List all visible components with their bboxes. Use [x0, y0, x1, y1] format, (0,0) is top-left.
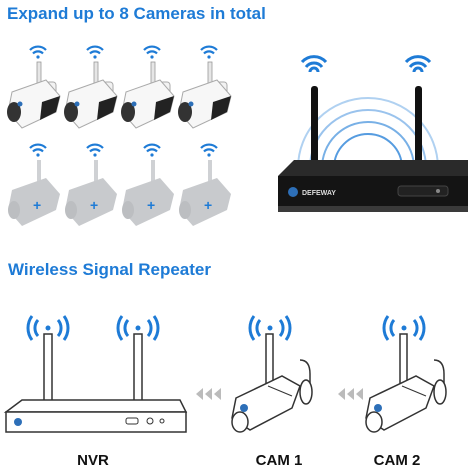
- add-camera-plus: +: [147, 197, 155, 213]
- camera-active: [7, 61, 61, 129]
- wifi-icon: [300, 55, 328, 73]
- camera-optional: +: [122, 160, 174, 226]
- camera-active: [64, 61, 118, 129]
- repeater-diagram: [3, 315, 447, 433]
- device-label-nvr: NVR: [77, 452, 109, 469]
- wifi-icon: [248, 315, 292, 341]
- wifi-icon: [116, 315, 160, 341]
- camera-active: [121, 61, 175, 129]
- camera-grid: + + + +: [7, 45, 232, 226]
- wifi-icon: [143, 45, 161, 59]
- wifi-icon: [29, 143, 47, 157]
- arrow-icon: [338, 388, 363, 400]
- bottom-heading: Wireless Signal Repeater: [8, 260, 211, 279]
- device-label-cam1: CAM 1: [255, 452, 303, 469]
- add-camera-plus: +: [204, 197, 212, 213]
- nvr-photo: DEFEWAY: [278, 55, 468, 212]
- wifi-icon: [200, 143, 218, 157]
- camera-optional: +: [65, 160, 117, 226]
- top-heading: Expand up to 8 Cameras in total: [7, 4, 266, 23]
- wifi-icon: [404, 55, 432, 73]
- camera-optional: +: [179, 160, 231, 226]
- add-camera-plus: +: [33, 197, 41, 213]
- wifi-icon: [86, 45, 104, 59]
- wifi-icon: [382, 315, 426, 341]
- add-camera-plus: +: [90, 197, 98, 213]
- wifi-icon: [200, 45, 218, 59]
- camera-1-drawing: [231, 315, 313, 433]
- wifi-icon: [143, 143, 161, 157]
- arrow-icon: [196, 388, 221, 400]
- wifi-icon: [86, 143, 104, 157]
- wifi-icon: [29, 45, 47, 59]
- device-label-cam2: CAM 2: [373, 452, 421, 469]
- camera-2-drawing: [365, 315, 447, 433]
- camera-active: [178, 61, 232, 129]
- svg-text:DEFEWAY: DEFEWAY: [302, 190, 336, 197]
- wifi-icon: [26, 315, 70, 341]
- camera-optional: +: [8, 160, 60, 226]
